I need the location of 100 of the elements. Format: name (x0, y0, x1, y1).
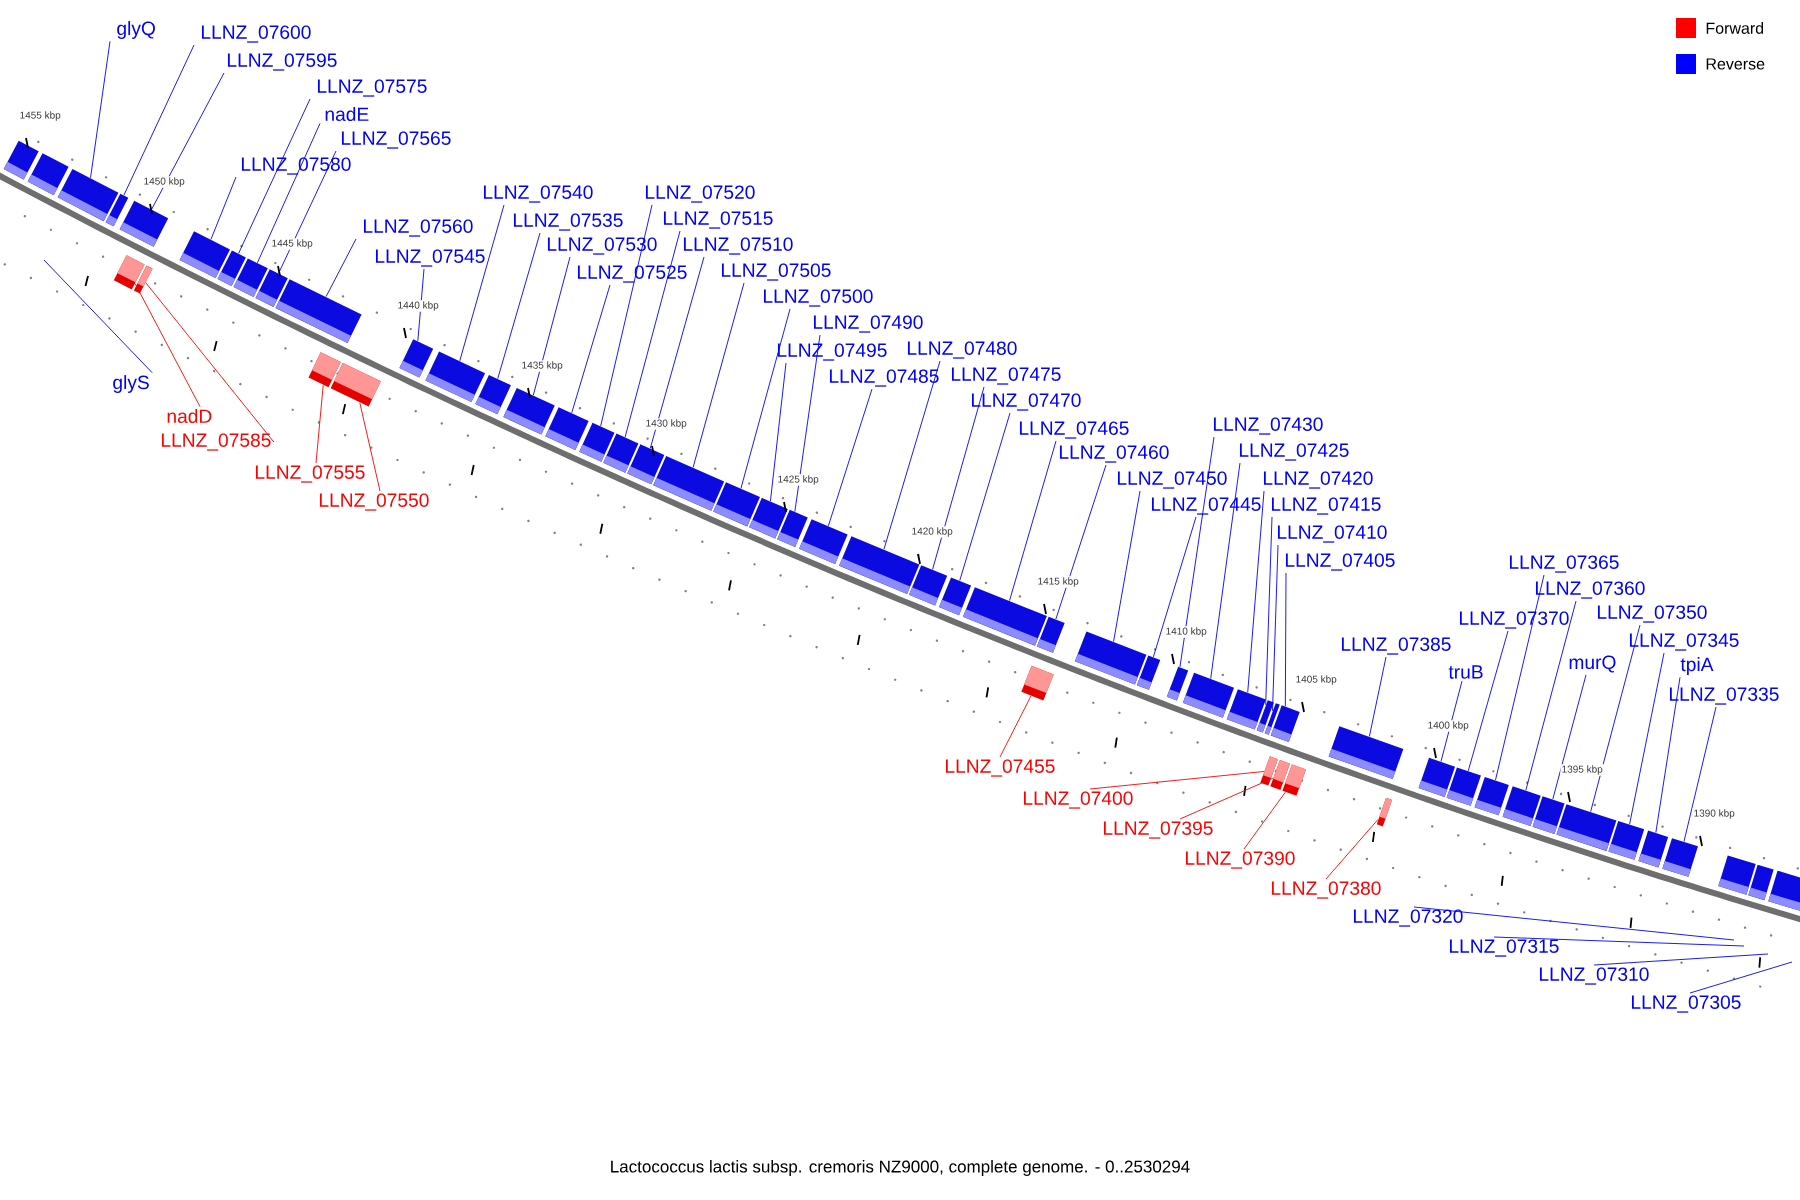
leader-line (1683, 706, 1717, 842)
gene-label: LLNZ_07585 (161, 433, 271, 451)
leader-line (794, 334, 821, 513)
leader-line (649, 256, 705, 449)
leader-line (1210, 462, 1241, 680)
leader-line (959, 412, 1011, 581)
gene-label: LLNZ_07430 (1214, 417, 1323, 435)
gene-block (1768, 870, 1800, 912)
gene-label: LLNZ_07350 (1598, 605, 1707, 623)
leader-line (1495, 574, 1545, 781)
gene-block (1136, 655, 1161, 690)
leader-line (1593, 953, 1769, 966)
gene-label: LLNZ_07495 (778, 343, 887, 361)
gene-label: LLNZ_07345 (1630, 633, 1739, 651)
leader-line (883, 360, 941, 550)
gene-label: LLNZ_07500 (764, 289, 873, 307)
leader-line (600, 204, 653, 427)
leader-line (692, 282, 745, 468)
leader-line (571, 284, 611, 414)
gene-block (799, 519, 848, 564)
leader-line (1009, 440, 1057, 602)
gene-label: glyS (113, 375, 149, 393)
leader-line (1179, 777, 1274, 820)
leader-line (740, 308, 791, 489)
gene-label: LLNZ_07360 (1536, 581, 1645, 599)
gene-block (1446, 767, 1481, 806)
leader-line (134, 283, 201, 407)
leader-line (769, 362, 787, 502)
gene-label: LLNZ_07415 (1272, 497, 1381, 515)
gene-label: LLNZ_07420 (1264, 471, 1373, 489)
gene-block (1748, 864, 1774, 901)
gene-label: LLNZ_07475 (952, 367, 1061, 385)
gene-label: LLNZ_07510 (684, 237, 793, 255)
gene-block (1282, 764, 1306, 796)
leader-line (459, 204, 505, 362)
leader-line (43, 259, 153, 374)
gene-label: LLNZ_07365 (1510, 555, 1619, 573)
gene-block (3, 140, 39, 180)
gene-label: LLNZ_07405 (1286, 553, 1395, 571)
leader-line (90, 40, 111, 179)
legend-label: Reverse (1706, 58, 1765, 70)
leader-line (999, 695, 1032, 758)
gene-label: LLNZ_07540 (483, 185, 593, 203)
gene-block (1036, 616, 1065, 653)
gene-label: LLNZ_07450 (1118, 471, 1227, 489)
leader-line (532, 256, 571, 396)
gene-label: LLNZ_07370 (1460, 611, 1569, 629)
gene-block (749, 497, 788, 539)
gene-block (330, 362, 381, 407)
gene-label: truB (1448, 665, 1483, 679)
leader-line (359, 402, 381, 492)
gene-label: tpiA (1680, 657, 1714, 675)
gene-block (1638, 830, 1669, 868)
gene-label: nadE (325, 106, 369, 122)
caption: Lactococcus lactis subsp. cremoris NZ9000, complete genome. - 0..2530294 (611, 1160, 1190, 1176)
leader-line (417, 268, 425, 342)
leader-line (145, 282, 275, 443)
gene-label: LLNZ_07565 (341, 131, 451, 149)
gene-label: LLNZ_07550 (319, 493, 429, 511)
gene-block (1376, 797, 1393, 827)
leader-line (1089, 771, 1265, 790)
gene-label: LLNZ_07305 (1632, 995, 1741, 1013)
leader-line (1152, 516, 1197, 658)
gene-block (399, 339, 434, 378)
gene-block (503, 387, 555, 435)
gene-label: LLNZ_07465 (1020, 421, 1129, 439)
leader-line (624, 230, 681, 438)
gene-label: LLNZ_07535 (513, 213, 623, 231)
leader-line (1493, 936, 1745, 947)
gene-label: LLNZ_07385 (1342, 637, 1451, 655)
gene-label: LLNZ_07455 (946, 759, 1055, 777)
gene-block (1532, 796, 1565, 834)
legend-label: Forward (1706, 22, 1764, 34)
leader-line (151, 72, 225, 210)
gene-label: LLNZ_07530 (547, 237, 657, 255)
leader-line (1368, 656, 1387, 737)
gene-label: LLNZ_07545 (375, 249, 485, 267)
gene-label: LLNZ_07515 (664, 211, 773, 229)
leader-line (1113, 490, 1141, 643)
gene-block (1474, 776, 1509, 816)
leader-line (1629, 652, 1665, 825)
gene-label: LLNZ_07485 (830, 369, 939, 387)
leader-line (1590, 624, 1641, 813)
gene-block (777, 509, 808, 547)
gene-block (1021, 665, 1054, 701)
gene-block (545, 407, 589, 451)
gene-block (1328, 726, 1404, 780)
leader-line (1655, 676, 1681, 834)
gene-label: LLNZ_07390 (1186, 851, 1295, 869)
leader-line (932, 386, 985, 570)
gene-label: LLNZ_07480 (908, 341, 1017, 359)
gene-label: LLNZ_07395 (1104, 821, 1213, 839)
gene-label: LLNZ_07595 (227, 53, 337, 71)
leader-line (1552, 674, 1587, 800)
gene-block (1662, 838, 1698, 877)
gene-label: LLNZ_07520 (645, 185, 755, 203)
gene-block (133, 265, 153, 294)
leader-line (1272, 544, 1279, 712)
gene-block (1418, 757, 1456, 797)
gene-label: LLNZ_07555 (255, 465, 365, 483)
